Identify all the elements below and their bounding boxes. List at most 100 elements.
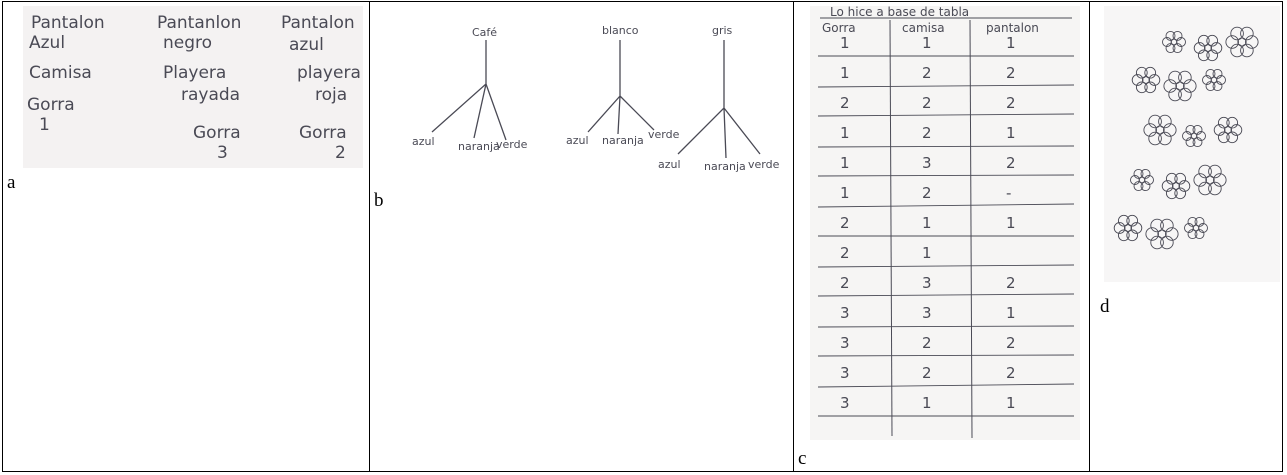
flower-sketch: [1130, 168, 1154, 192]
table-cell: 1: [922, 244, 932, 262]
tree-cafe-leaf-1: azul: [412, 135, 435, 148]
panel-c-handwritten-table: Lo hice a base de tabla Gorra camisa pan…: [817, 6, 1075, 439]
panel-b-tree-diagram: Café azul naranja verde blanco azul nara…: [412, 24, 780, 173]
table-cell: 1: [1006, 124, 1016, 142]
flower-sketch: [1184, 216, 1208, 240]
table-cell: 2: [1006, 64, 1016, 82]
panel-d-flower-sketch: [1113, 26, 1259, 250]
flower-sketch: [1213, 116, 1243, 144]
panel-a-col2-line2: negro: [163, 33, 212, 53]
panel-a-col3-line2: azul: [289, 35, 324, 55]
tree-blanco-branches: [587, 40, 655, 135]
flower-sketch: [1182, 124, 1206, 148]
table-row-rule: [817, 354, 1075, 357]
tree-gris-leaf-2: naranja: [704, 160, 746, 173]
panel-a-col1-line5: 1: [39, 115, 50, 135]
table-row-rule: [817, 145, 1075, 148]
table-cell: 1: [922, 214, 932, 232]
tree-blanco-root: blanco: [602, 24, 639, 37]
flower-sketch: [1163, 70, 1197, 102]
tree-cafe-branches: [431, 40, 507, 141]
table-header-gorra: Gorra: [822, 21, 856, 35]
table-cell: 1: [840, 154, 850, 172]
table-cell: 3: [922, 304, 932, 322]
tree-gris-leaf-3: verde: [748, 158, 780, 171]
panel-a-col3-line3: playera: [297, 63, 361, 83]
panel-a-col1-line1: Pantalon: [31, 13, 105, 33]
tree-cafe-root: Café: [472, 26, 497, 39]
table-cell: 2: [840, 214, 850, 232]
table-cell: 2: [1006, 154, 1016, 172]
table-cell: 2: [922, 124, 932, 142]
table-cell: 1: [840, 184, 850, 202]
panel-a-col3-line5: Gorra: [299, 123, 347, 143]
tree-gris-root: gris: [712, 24, 733, 37]
panel-a-col1-line4: Gorra: [27, 95, 75, 115]
panel-a-col2-line4: rayada: [181, 85, 240, 105]
panel-c-caption: c: [798, 448, 807, 469]
flower-sketch: [1145, 218, 1179, 250]
panel-a-col2-line6: 3: [217, 143, 228, 163]
panel-a-col2-line3: Playera: [163, 63, 226, 83]
flower-sketch: [1193, 34, 1223, 62]
table-col-divider-1: [889, 19, 893, 437]
table-row-rule: [817, 325, 1075, 328]
table-cell: 2: [922, 184, 932, 202]
panel-d-photo: [1104, 6, 1280, 282]
table-header-camisa: camisa: [902, 21, 945, 35]
tree-gris-leaf-1: azul: [658, 158, 681, 171]
panel-a-caption: a: [7, 172, 16, 193]
table-cell: 2: [1006, 334, 1016, 352]
table-row-rule: [817, 293, 1075, 297]
flower-sketch: [1193, 164, 1227, 196]
panel-a-col1-line2: Azul: [29, 33, 65, 53]
table-header-pantalon: pantalon: [986, 21, 1039, 35]
table-cell: 1: [922, 34, 932, 52]
panel-c-photo: Lo hice a base de tabla Gorra camisa pan…: [810, 6, 1080, 440]
tree-blanco-leaf-2: naranja: [602, 134, 644, 147]
table-cell: 1: [1006, 34, 1016, 52]
table-cell: 3: [840, 364, 850, 382]
table-row-rule: [817, 84, 1075, 88]
table-cell: 2: [840, 274, 850, 292]
flower-sketch: [1162, 30, 1186, 54]
panel-a-col3-line6: 2: [335, 143, 346, 163]
tree-gris-branches: [677, 40, 761, 159]
tree-cafe-leaf-2: naranja: [458, 140, 500, 153]
table-row-rule: [817, 113, 1075, 117]
flower-sketch: [1161, 172, 1191, 200]
panel-b: Café azul naranja verde blanco azul nara…: [370, 2, 794, 471]
panel-a-handwriting: Pantalon Azul Camisa Gorra 1 Pantanlon n…: [27, 13, 361, 163]
table-cell: 1: [840, 124, 850, 142]
table-cell: 2: [840, 244, 850, 262]
table-cell: 2: [840, 94, 850, 112]
table-row-rule: [817, 264, 1075, 268]
flower-sketch: [1131, 66, 1161, 94]
table-title: Lo hice a base de tabla: [830, 6, 969, 19]
table-cell: 2: [922, 334, 932, 352]
panel-a-col3-line1: Pantalon: [281, 13, 355, 33]
table-row-rule: [817, 203, 1075, 208]
panel-a-photo: Pantalon Azul Camisa Gorra 1 Pantanlon n…: [23, 6, 363, 168]
panel-a: Pantalon Azul Camisa Gorra 1 Pantanlon n…: [3, 2, 370, 471]
panel-a-col1-line3: Camisa: [29, 63, 92, 83]
table-cell: 3: [922, 154, 932, 172]
flower-sketch: [1225, 26, 1259, 58]
table-cell: 3: [840, 394, 850, 412]
table-cell: 2: [1006, 94, 1016, 112]
table-row-rule: [817, 383, 1075, 388]
table-cell: 1: [1006, 304, 1016, 322]
tree-cafe-leaf-3: verde: [496, 138, 528, 151]
flower-sketch: [1113, 214, 1143, 242]
panel-a-col2-line5: Gorra: [193, 123, 241, 143]
panel-a-col3-line4: roja: [315, 85, 347, 105]
tree-blanco-leaf-1: azul: [566, 134, 589, 147]
table-row-rule: [817, 174, 1075, 177]
table-cell: 1: [922, 394, 932, 412]
table-cell: 2: [1006, 364, 1016, 382]
table-cell: 2: [1006, 274, 1016, 292]
table-cell: 3: [840, 334, 850, 352]
tree-blanco-leaf-3: verde: [648, 128, 680, 141]
table-cell: 1: [1006, 214, 1016, 232]
flower-sketch: [1143, 114, 1177, 146]
